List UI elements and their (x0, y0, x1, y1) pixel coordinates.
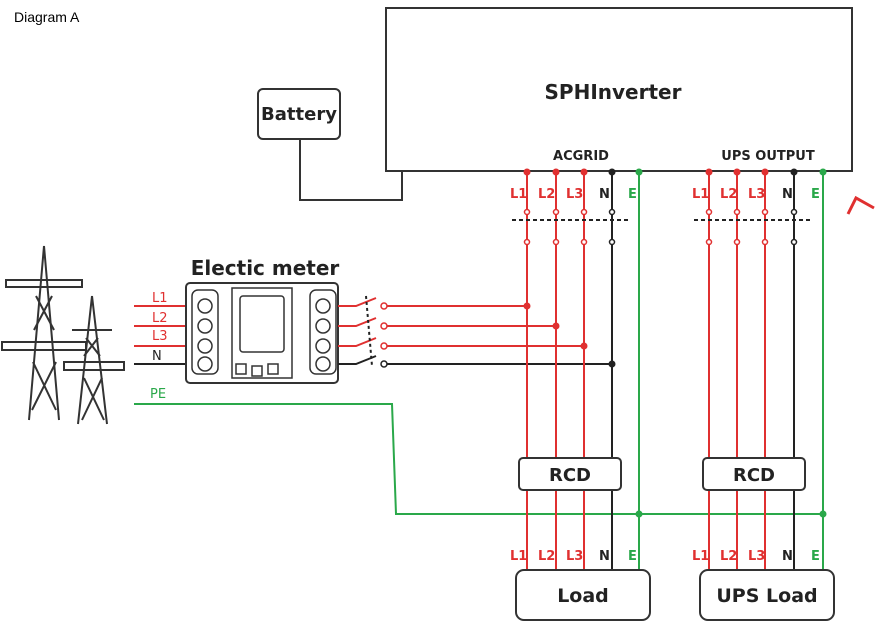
terminal-dots (523, 168, 827, 176)
acgrid-label: ACGRID (553, 149, 609, 164)
battery-box: Battery (257, 88, 403, 201)
red-mark-icon (846, 195, 875, 215)
power-pylon-icon (1, 245, 125, 425)
ups-output-label: UPS OUTPUT (721, 149, 815, 164)
acgrid-branch (512, 171, 640, 570)
load-n-label: N (599, 549, 610, 564)
electric-meter: Electic meter (185, 256, 340, 384)
pe-earth-wire (134, 403, 823, 515)
meter-title: Electic meter (191, 256, 340, 280)
ups-l3-label: L3 (748, 187, 765, 202)
switch-contacts (523, 208, 798, 246)
load-box: Load (515, 569, 651, 621)
ups-load-label: UPS Load (716, 585, 817, 607)
acgrid-l2-label: L2 (538, 187, 555, 202)
rcd-right-label: RCD (733, 465, 775, 486)
load-l3-label: L3 (566, 549, 583, 564)
ups-e-label: E (811, 187, 820, 202)
meter-output-wires (338, 295, 616, 368)
upsload-e-label: E (811, 549, 820, 564)
acgrid-l3-label: L3 (566, 187, 583, 202)
ups-branch (694, 171, 824, 570)
load-label: Load (557, 585, 609, 607)
rcd-left: RCD (518, 457, 622, 491)
inverter-title: SPHInverter (545, 80, 682, 104)
acgrid-e-label: E (628, 187, 637, 202)
battery-cable (299, 139, 403, 201)
grid-l3-label: L3 (152, 329, 168, 344)
battery-label: Battery (261, 104, 337, 125)
rcd-left-label: RCD (549, 465, 591, 486)
acgrid-n-label: N (599, 187, 610, 202)
ups-load-box: UPS Load (699, 569, 835, 621)
grid-l2-label: L2 (152, 311, 168, 326)
load-l1-label: L1 (510, 549, 527, 564)
grid-n-label: N (152, 349, 162, 364)
ups-l2-label: L2 (720, 187, 737, 202)
acgrid-l1-label: L1 (510, 187, 527, 202)
rcd-right: RCD (702, 457, 806, 491)
upsload-l2-label: L2 (720, 549, 737, 564)
ups-n-label: N (782, 187, 793, 202)
upsload-n-label: N (782, 549, 793, 564)
ups-l1-label: L1 (692, 187, 709, 202)
load-e-label: E (628, 549, 637, 564)
grid-pe-label: PE (150, 387, 166, 402)
load-l2-label: L2 (538, 549, 555, 564)
inverter-box: SPHInverter ACGRID UPS OUTPUT (385, 7, 853, 172)
diagram-caption: Diagram A (14, 9, 80, 25)
grid-l1-label: L1 (152, 291, 168, 306)
upsload-l1-label: L1 (692, 549, 709, 564)
upsload-l3-label: L3 (748, 549, 765, 564)
